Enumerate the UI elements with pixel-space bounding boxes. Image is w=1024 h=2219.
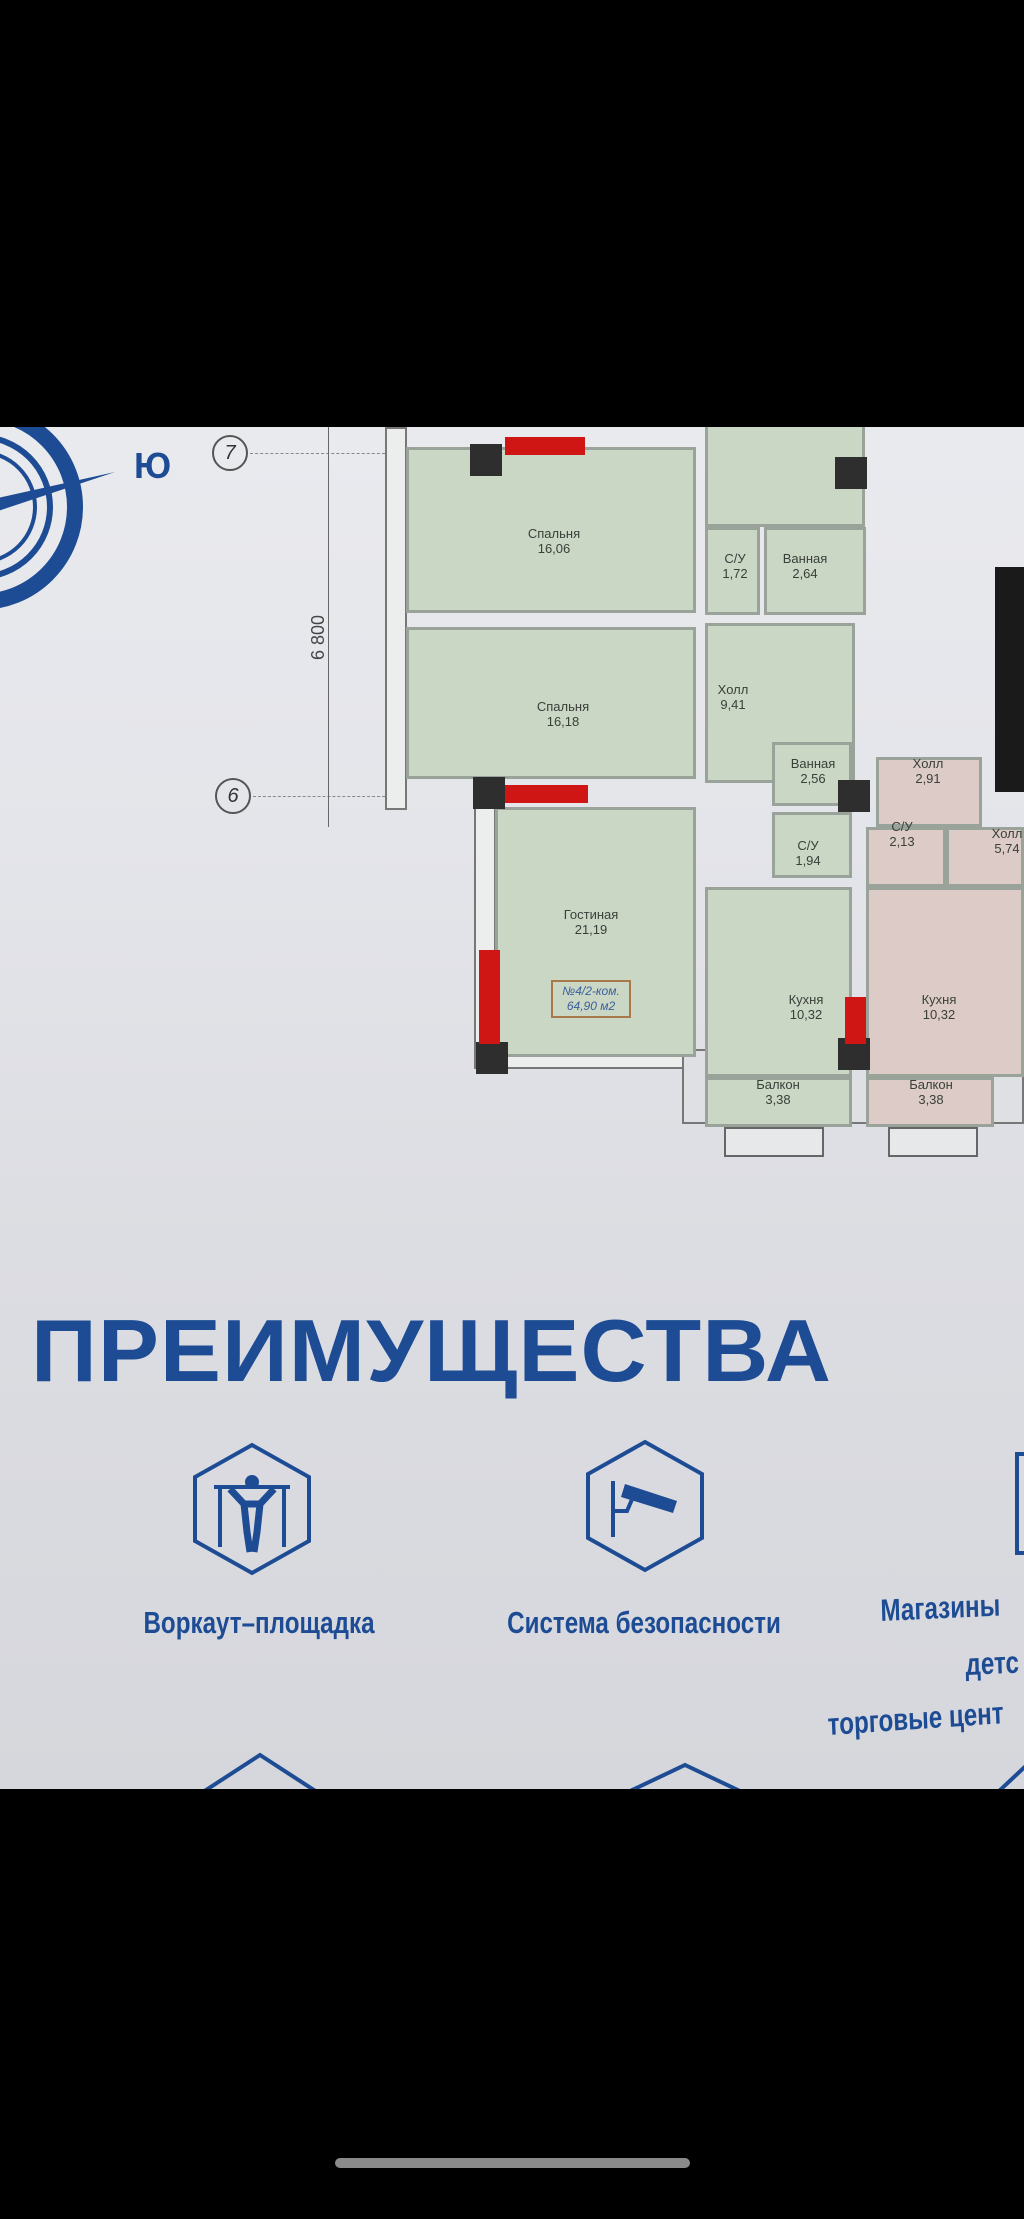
column bbox=[476, 1042, 508, 1074]
feature-label-security: Система безопасности bbox=[507, 1605, 781, 1640]
load-bearing-wall bbox=[505, 785, 588, 803]
room-wc-1[interactable] bbox=[705, 527, 760, 615]
room-wc-2[interactable] bbox=[772, 812, 852, 878]
load-bearing-wall bbox=[505, 437, 585, 455]
feature-label-workout: Воркаут–площадка bbox=[143, 1605, 375, 1640]
feature-label-shops-line1: Магазины bbox=[880, 1587, 1001, 1628]
column bbox=[835, 457, 867, 489]
balcony-railing bbox=[724, 1127, 824, 1157]
room-bath-1[interactable] bbox=[764, 527, 866, 615]
neighbor-kitchen bbox=[866, 887, 1024, 1077]
compass-letter: Ю bbox=[134, 445, 172, 486]
axis-line bbox=[250, 453, 385, 454]
feature-label-shops-line2: детс bbox=[965, 1644, 1020, 1682]
neighbor-wc bbox=[866, 827, 946, 887]
column bbox=[470, 444, 502, 476]
security-camera-icon bbox=[586, 1439, 704, 1573]
hexagon-icon bbox=[203, 1752, 317, 1789]
dimension-label: 6 800 bbox=[308, 614, 329, 661]
room-bedroom-2[interactable] bbox=[406, 627, 696, 779]
neighbor-hall-2 bbox=[946, 827, 1024, 887]
room-balcony[interactable] bbox=[705, 1077, 852, 1127]
load-bearing-wall bbox=[479, 950, 500, 1044]
feature-label-shops-line3: торговые цент bbox=[827, 1695, 1005, 1742]
home-indicator[interactable] bbox=[335, 2158, 690, 2168]
neighbor-hall-1 bbox=[876, 757, 982, 827]
room-living[interactable] bbox=[495, 807, 696, 1057]
axis-marker-7: 7 bbox=[212, 435, 248, 471]
axis-line bbox=[253, 796, 385, 797]
compass-icon bbox=[0, 427, 115, 609]
room-kitchen[interactable] bbox=[705, 887, 852, 1077]
pull-up-bar-icon bbox=[193, 1442, 311, 1576]
exterior-wall bbox=[385, 427, 407, 810]
elevator-shaft bbox=[995, 567, 1024, 792]
room-bedroom-1[interactable] bbox=[406, 447, 696, 613]
hexagon-icon bbox=[998, 1764, 1024, 1789]
neighbor-balcony bbox=[866, 1077, 994, 1127]
dimension-line bbox=[328, 427, 329, 827]
axis-marker-6: 6 bbox=[215, 778, 251, 814]
apartment-tag: №4/2-ком.64,90 м2 bbox=[551, 980, 631, 1018]
column bbox=[838, 780, 870, 812]
advantages-heading: ПРЕИМУЩЕСТВА bbox=[31, 1301, 832, 1400]
balcony-railing bbox=[888, 1127, 978, 1157]
hexagon-icon bbox=[629, 1762, 741, 1789]
column bbox=[473, 777, 505, 809]
shop-icon bbox=[1015, 1452, 1024, 1555]
load-bearing-wall bbox=[845, 997, 866, 1044]
